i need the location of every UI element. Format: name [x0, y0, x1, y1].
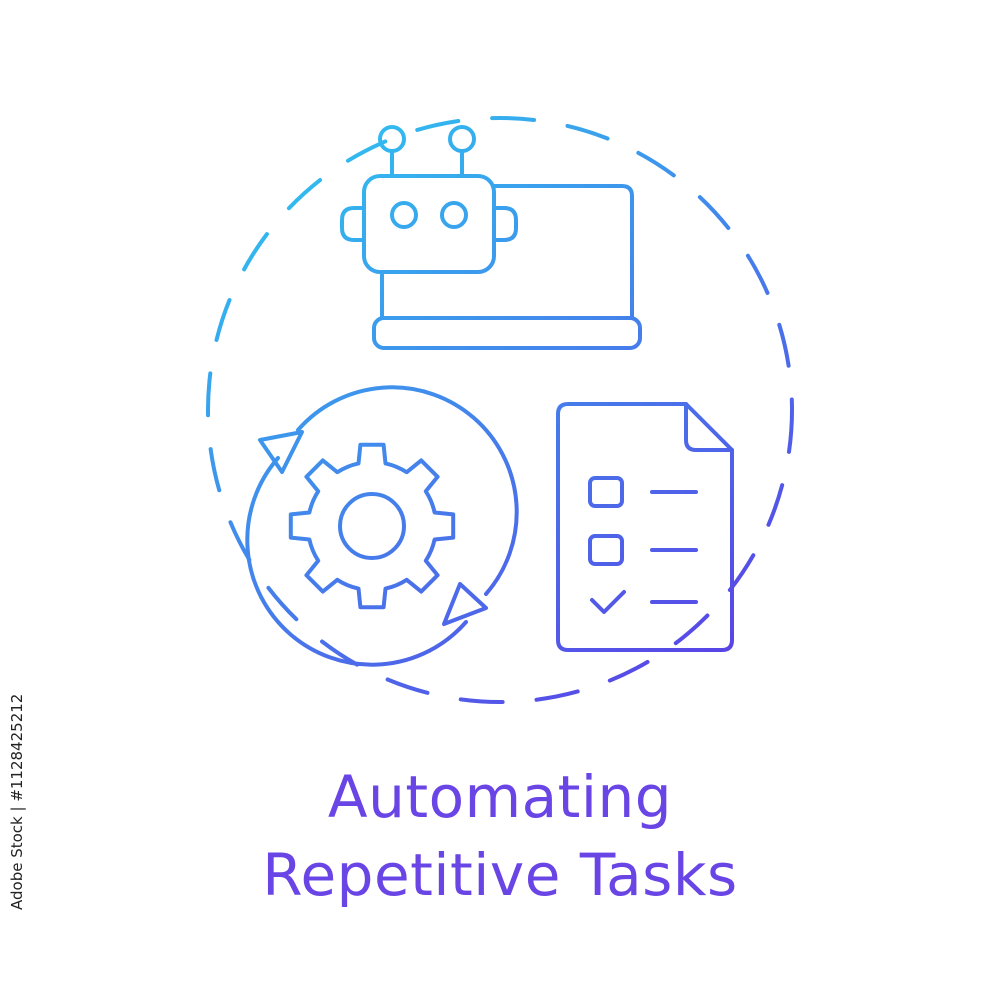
caption-line-2: Repetitive Tasks — [262, 841, 738, 909]
checklist-document-icon — [556, 402, 734, 652]
dashed-ring — [206, 116, 794, 704]
gear-refresh-icon — [245, 385, 519, 667]
robot-laptop-icon — [340, 125, 642, 350]
caption-line-1: Automating — [327, 763, 673, 831]
